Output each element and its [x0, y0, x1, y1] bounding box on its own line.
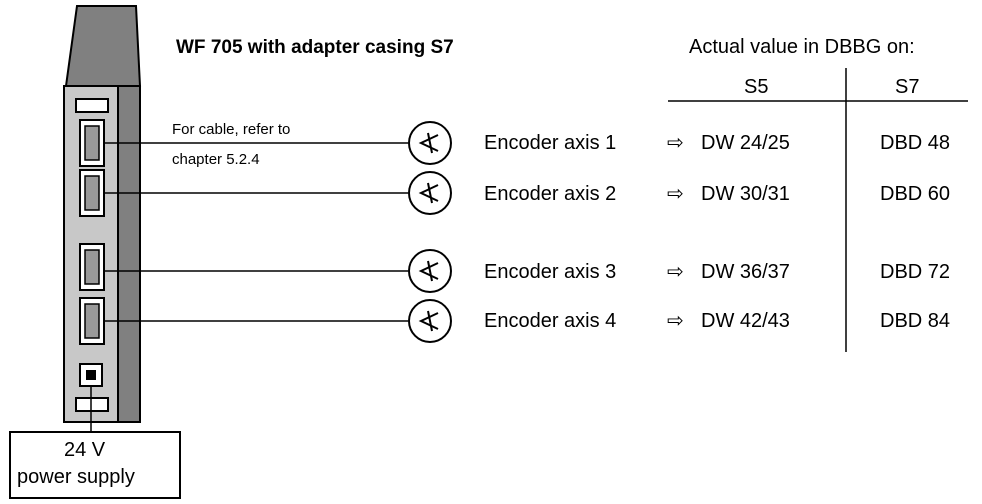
encoder-3-icon [408, 249, 452, 293]
bottom-label-plate [75, 397, 109, 412]
encoder-3-label: Encoder axis 3 [484, 261, 617, 283]
connector-x4 [79, 297, 105, 345]
encoder-1-icon [408, 121, 452, 165]
power-supply-box [9, 431, 181, 499]
encoder-4-s7-value: DBD 84 [880, 310, 951, 332]
module-side-panel [117, 85, 141, 423]
encoder-4-s5-value: DW 42/43 [701, 310, 790, 332]
connector-x3 [79, 243, 105, 291]
encoder-3-s5-value: DW 36/37 [701, 261, 790, 283]
encoder-3-arrow-icon: ⇨ [667, 261, 684, 283]
connector-x2 [79, 169, 105, 217]
encoder-2-s5-value: DW 30/31 [701, 183, 790, 205]
encoder-3-s7-value: DBD 72 [880, 261, 951, 283]
column-header-s5: S5 [744, 76, 769, 98]
power-supply-line2: power supply [17, 466, 135, 488]
encoder-1-s7-value: DBD 48 [880, 132, 951, 154]
module-top-casing [64, 5, 142, 87]
diagram-title: WF 705 with adapter casing S7 [176, 37, 454, 58]
power-supply-line1: 24 V [64, 439, 106, 461]
encoder-2-icon [408, 171, 452, 215]
cable-note-line2: chapter 5.2.4 [172, 151, 260, 168]
column-header-s7: S7 [895, 76, 920, 98]
power-connector [79, 363, 103, 387]
connector-x1 [79, 119, 105, 167]
encoder-4-icon [408, 299, 452, 343]
encoder-1-arrow-icon: ⇨ [667, 132, 684, 154]
encoder-2-arrow-icon: ⇨ [667, 183, 684, 205]
cable-note-line1: For cable, refer to [172, 121, 291, 138]
encoder-2-label: Encoder axis 2 [484, 183, 617, 205]
encoder-4-arrow-icon: ⇨ [667, 310, 684, 332]
top-label-plate [75, 98, 109, 113]
encoder-1-label: Encoder axis 1 [484, 132, 617, 154]
encoder-1-s5-value: DW 24/25 [701, 132, 790, 154]
encoder-2-s7-value: DBD 60 [880, 183, 951, 205]
table-header: Actual value in DBBG on: [689, 36, 915, 58]
encoder-4-label: Encoder axis 4 [484, 310, 617, 332]
